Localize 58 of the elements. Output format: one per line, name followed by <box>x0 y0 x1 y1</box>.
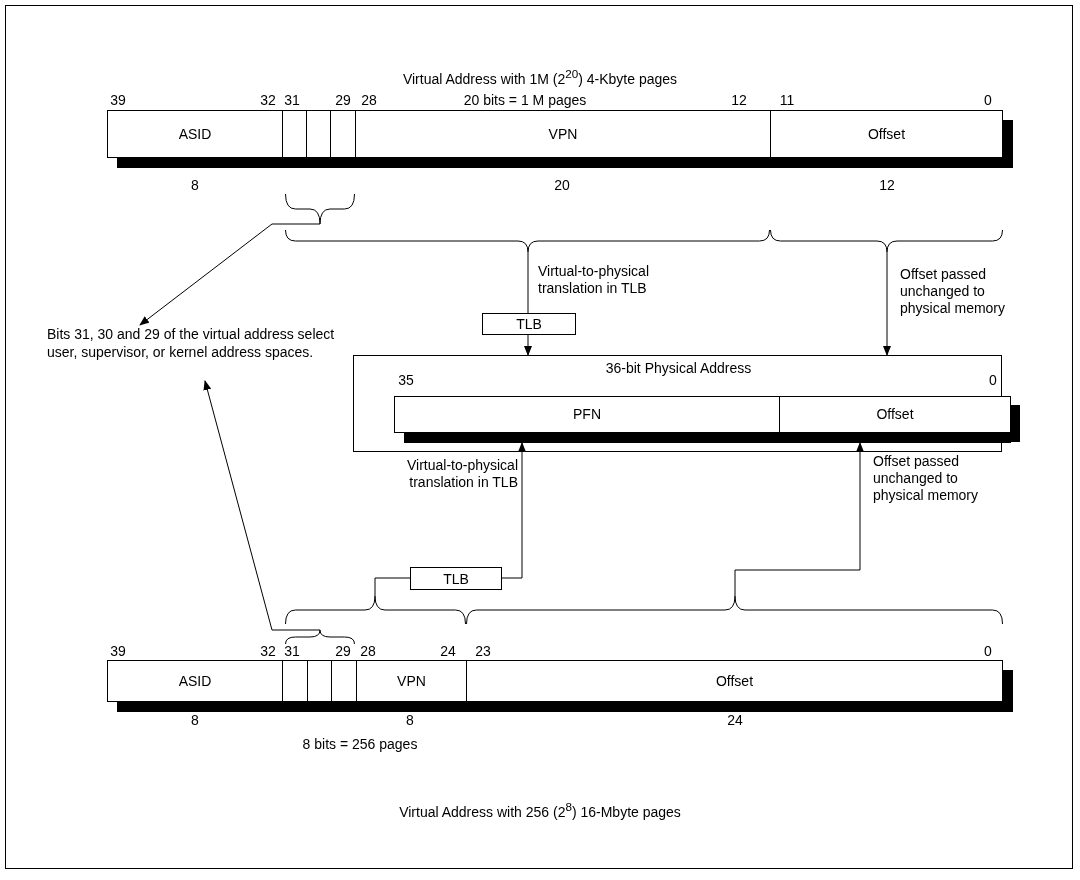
bit-field <box>282 660 308 702</box>
bit-number: 32 <box>260 643 276 659</box>
bit-field: ASID <box>107 110 283 158</box>
arrow <box>139 223 321 326</box>
bit-number: 12 <box>879 177 895 193</box>
bit-number: 35 <box>398 372 414 388</box>
bit-number: 23 <box>475 643 491 659</box>
bit-number: 28 <box>360 643 376 659</box>
bit-number: 29 <box>335 92 351 108</box>
bit-field: PFN <box>394 396 780 443</box>
brace <box>466 596 1003 624</box>
brace <box>285 194 355 224</box>
bit-number: 8 <box>406 712 414 728</box>
arrow <box>501 442 526 579</box>
title: Virtual Address with 1M (2$^{20}$) 4-Kbyte pages <box>402 67 678 87</box>
bit-number: 24 <box>440 643 456 659</box>
arrow <box>524 334 532 356</box>
brace <box>285 630 355 644</box>
bit-field <box>330 110 356 158</box>
arrow <box>734 442 864 597</box>
bit-field <box>331 660 357 702</box>
arrow <box>883 251 891 356</box>
annotation-text: Bits 31, 30 and 29 of the virtual address select user, supervisor, or kernel address spaces. <box>47 325 337 381</box>
caption: Virtual Address with 256 (2$^{8}$) 16-Mbyte pages <box>399 800 681 820</box>
arrow <box>203 380 321 631</box>
bit-field: ASID <box>107 660 283 702</box>
field-note: 8 bits = 256 pages <box>302 736 418 752</box>
bit-number: 11 <box>779 92 795 108</box>
bit-field <box>307 660 332 702</box>
bit-number: 32 <box>260 92 276 108</box>
bit-field: Offset <box>779 396 1011 443</box>
bit-number: 0 <box>984 92 992 108</box>
bit-field <box>282 110 307 158</box>
brace <box>285 230 770 252</box>
bit-field: VPN <box>356 660 467 702</box>
tlb-box: TLB <box>482 313 576 335</box>
box-heading: 36-bit Physical Address <box>604 360 753 376</box>
bit-number: 0 <box>989 372 997 388</box>
bit-field: Offset <box>770 110 1003 158</box>
bit-number: 24 <box>727 712 743 728</box>
bit-field: Offset <box>466 660 1003 702</box>
bit-number: 0 <box>984 643 992 659</box>
tlb-box: TLB <box>410 567 502 590</box>
bit-field: VPN <box>355 110 771 158</box>
bit-number: 12 <box>731 92 747 108</box>
brace <box>770 230 1003 252</box>
bit-number: 39 <box>110 92 126 108</box>
bit-number: 28 <box>361 92 377 108</box>
bit-number: 31 <box>284 92 300 108</box>
bit-number: 39 <box>110 643 126 659</box>
bit-number: 8 <box>191 712 199 728</box>
bit-number: 8 <box>191 177 199 193</box>
bit-number: 29 <box>335 643 351 659</box>
bit-number: 20 <box>554 177 570 193</box>
arrow <box>374 577 411 597</box>
bit-number: 31 <box>284 643 300 659</box>
brace <box>285 596 466 624</box>
bit-field <box>306 110 331 158</box>
